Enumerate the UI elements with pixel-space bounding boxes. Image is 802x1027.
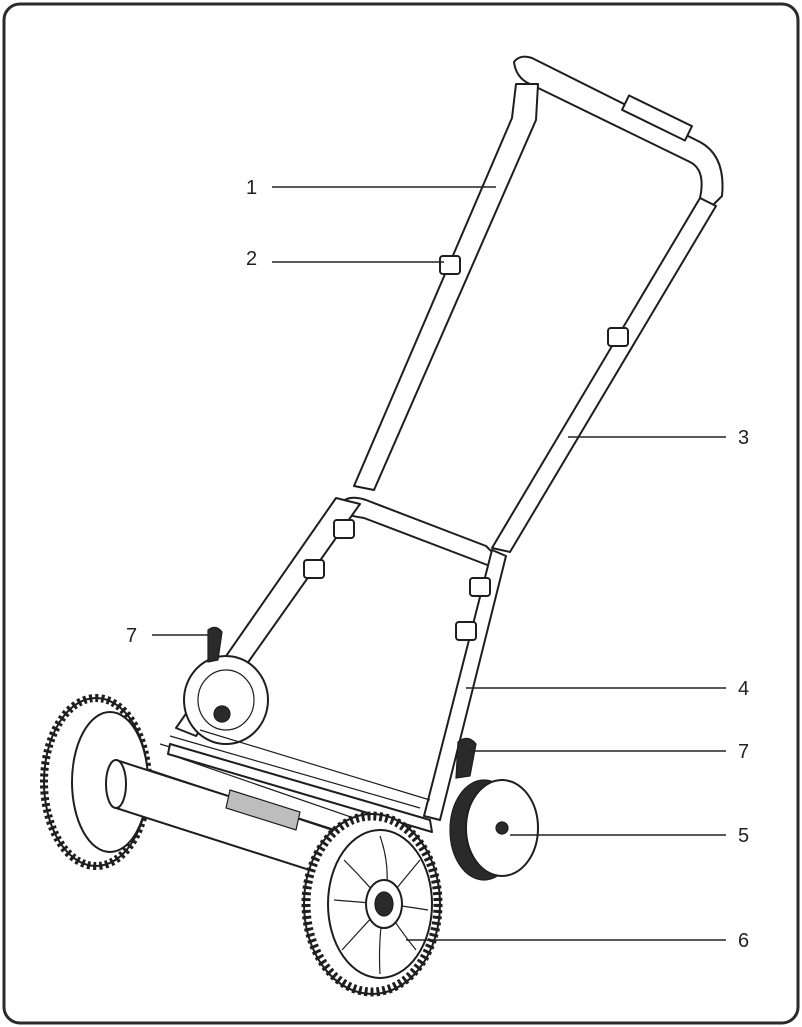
rear-left-wheel: [184, 656, 268, 744]
callout-label-7-left: 7: [126, 625, 137, 647]
handle-knob-lower-right-2: [456, 622, 476, 640]
rear-right-wheel-hub: [496, 822, 508, 834]
handle-knob-lower-right-1: [470, 578, 490, 596]
callout-label-4: 4: [738, 678, 749, 700]
callout-label-2: 2: [246, 248, 257, 270]
callout-label-6: 6: [738, 930, 749, 952]
right-main-wheel-hub: [375, 892, 393, 916]
handle-knob-lower-left-1: [334, 520, 354, 538]
callout-label-7-right: 7: [738, 741, 749, 763]
handle-knob-lower-left-2: [304, 560, 324, 578]
handle-knob-upper-right: [608, 328, 628, 346]
callout-label-3: 3: [738, 427, 749, 449]
handle-knob-upper-left: [440, 256, 460, 274]
rear-left-wheel-axle: [214, 706, 230, 722]
reel-end-cap: [106, 760, 126, 808]
callout-label-5: 5: [738, 825, 749, 847]
callout-label-1: 1: [246, 177, 257, 199]
